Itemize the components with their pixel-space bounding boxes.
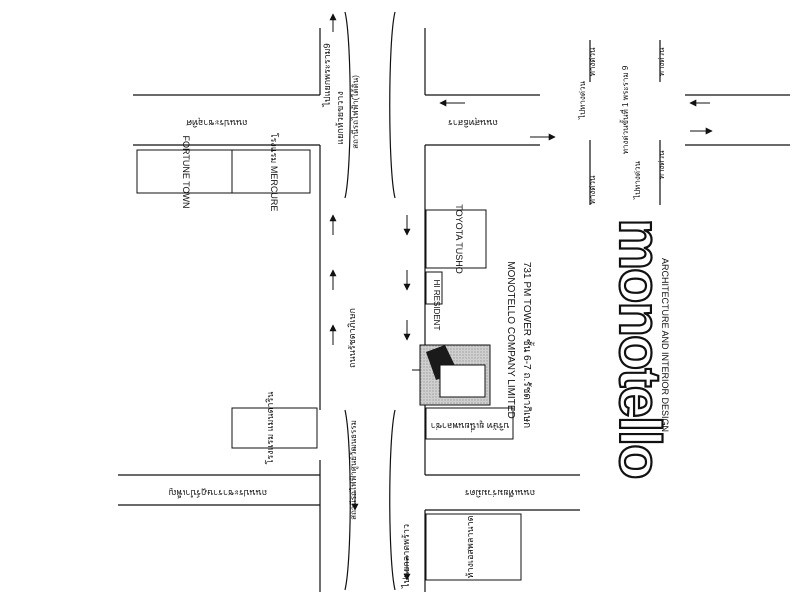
svg-text:ทางด่วน: ทางด่วน xyxy=(588,47,597,76)
ratchada-road-label: ถนนรัชดาภิเษก xyxy=(347,308,357,368)
logo-tagline: ARCHITECTURE AND INTERIOR DESIGN xyxy=(660,258,670,432)
union-plaza-label: บริษัท ยูเนี่ยนพลาซ่า xyxy=(431,420,510,433)
logo-wordmark: monotello xyxy=(607,218,672,478)
fortune-mercure-block xyxy=(136,149,311,194)
to-rama9-label: ไปแยกพระราม9 xyxy=(322,43,332,107)
ratchada-road xyxy=(319,11,426,592)
toyota-tsusho-label: TOYOTA TUSHO xyxy=(454,204,464,274)
bottom-cross-road xyxy=(118,474,580,511)
svg-text:ทางด่วน: ทางด่วน xyxy=(657,150,666,179)
svg-text:ไปทางด่วน: ไปทางด่วน xyxy=(633,161,642,200)
tiam-ruam-mit-label: ถนนเทียมร่วมมิตร xyxy=(465,488,536,498)
company-name: MONOTELLO COMPANY LIMITED xyxy=(505,261,516,418)
hi-resident-block xyxy=(425,271,443,305)
sutthisan-road-label: ถนนสุทธิสาร xyxy=(448,117,498,128)
fortune-town-label: FORTUNE TOWN xyxy=(181,135,191,208)
expressway-labels: ทางด่วน ไปทางด่วน ทางด่วนขั้นที่ 1 พระรา… xyxy=(578,47,666,204)
company-address: 731 PM TOWER ชั้น 6-7 ถ.รัชดาภิเษก xyxy=(521,262,535,428)
expressway-lines xyxy=(589,40,661,205)
esplanade-block xyxy=(425,513,522,581)
pracha-rat-road-label: ถนนประชาราษฎร์บำเพ็ญ xyxy=(168,488,267,500)
road-labels: ไปแยกพระราม9 แยกห้วยขวาง สถานีรถไฟฟ้า(ใต… xyxy=(168,43,535,589)
building-labels: FORTUNE TOWN โรงแรม MERCURE TOYOTA TUSHO… xyxy=(181,133,509,579)
hi-resident-label: HI RESIDENT xyxy=(432,280,441,331)
monotello-logo: monotello ARCHITECTURE AND INTERIOR DESI… xyxy=(606,217,673,479)
to-lat-phrao-label: ไปแยกลาดพร้าว xyxy=(401,524,411,589)
union-plaza-block xyxy=(425,407,514,440)
huai-khwang-label: แยกห้วยขวาง xyxy=(335,91,345,144)
station-culture-label: สถานีรถไฟฟ้าศูนย์วัฒนธรรม xyxy=(348,420,359,520)
mandarin-label: โรงแรม แมนดาริน xyxy=(265,392,275,465)
esplanade-label: ห้างเอสพลานาด xyxy=(465,515,475,578)
svg-text:ทางด่วนขั้นที่ 1 พระราม 9: ทางด่วนขั้นที่ 1 พระราม 9 xyxy=(619,65,630,154)
pm-tower xyxy=(439,364,486,398)
toyota-tsusho-block xyxy=(425,209,487,269)
svg-text:ไปทางด่วน: ไปทางด่วน xyxy=(578,81,587,120)
left-top-road-label: ถนนประชาอุทิศ xyxy=(186,117,248,128)
mandarin-hotel-block xyxy=(231,407,318,449)
company-info: MONOTELLO COMPANY LIMITED 731 PM TOWER ช… xyxy=(505,261,535,428)
top-cross-road xyxy=(133,94,790,146)
svg-text:ทางด่วน: ทางด่วน xyxy=(588,175,597,204)
svg-text:ทางด่วน: ทางด่วน xyxy=(657,47,666,76)
station-top-label: สถานีรถไฟฟ้า(ใต้ดิน) xyxy=(351,75,360,149)
mercure-label: โรงแรม MERCURE xyxy=(269,133,279,212)
